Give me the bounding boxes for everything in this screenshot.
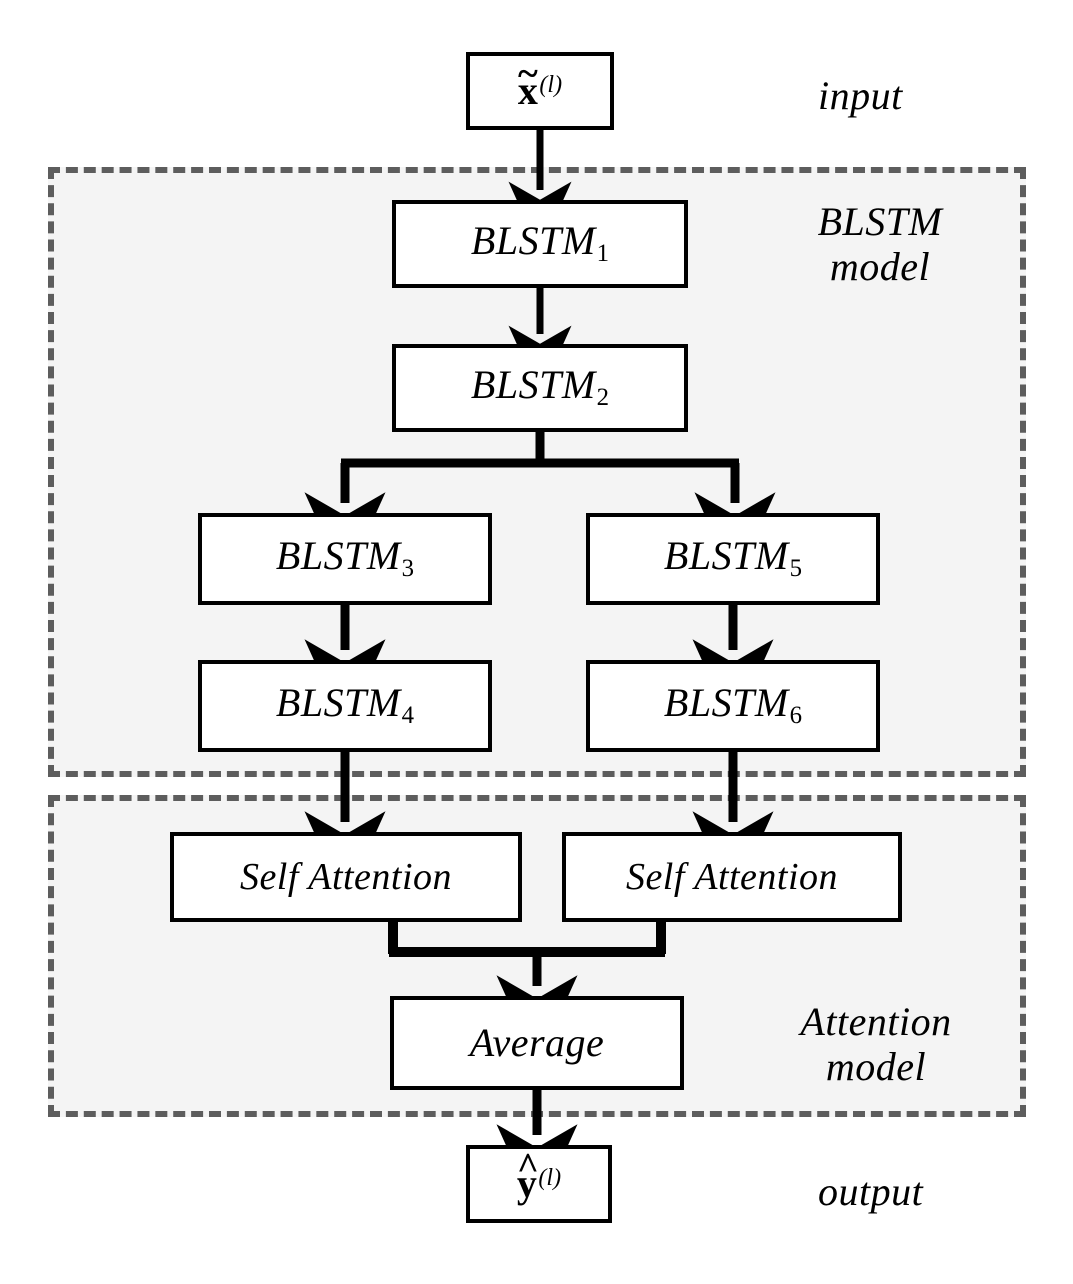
node-output-y[interactable]: ^y(l) <box>466 1145 612 1223</box>
node-blstm-3[interactable]: BLSTM3 <box>198 513 492 605</box>
blstm4-subscript: 4 <box>401 702 415 730</box>
tilde-accent: ~ <box>518 53 539 96</box>
node-self-attention-right[interactable]: Self Attention <box>562 832 902 922</box>
blstm6-subscript: 6 <box>789 702 803 730</box>
blstm5-subscript: 5 <box>789 555 803 583</box>
blstm6-label: BLSTM <box>663 680 789 726</box>
node-blstm-6[interactable]: BLSTM6 <box>586 660 880 752</box>
attention-left-label: Self Attention <box>239 856 453 898</box>
blstm4-label: BLSTM <box>275 680 401 726</box>
node-blstm-1[interactable]: BLSTM1 <box>392 200 688 288</box>
blstm1-label: BLSTM <box>470 218 596 264</box>
blstm5-label: BLSTM <box>663 533 789 579</box>
blstm3-label: BLSTM <box>275 533 401 579</box>
blstm1-subscript: 1 <box>596 240 610 268</box>
input-base-symbol: x <box>517 68 539 113</box>
label-input: input <box>818 73 903 118</box>
label-attention-model: Attention model <box>800 999 952 1089</box>
node-blstm-2[interactable]: BLSTM2 <box>392 344 688 432</box>
attention-right-label: Self Attention <box>625 856 839 898</box>
input-variable: ~x <box>517 55 539 113</box>
blstm2-label: BLSTM <box>470 362 596 408</box>
node-self-attention-left[interactable]: Self Attention <box>170 832 522 922</box>
input-superscript: (l) <box>539 72 563 98</box>
output-superscript: (l) <box>538 1165 562 1191</box>
node-input-x[interactable]: ~x(l) <box>466 52 614 130</box>
label-blstm-model: BLSTM model <box>817 199 943 289</box>
output-base-symbol: y <box>516 1161 538 1206</box>
blstm3-subscript: 3 <box>401 555 415 583</box>
node-average[interactable]: Average <box>390 996 684 1090</box>
node-blstm-4[interactable]: BLSTM4 <box>198 660 492 752</box>
blstm2-subscript: 2 <box>596 384 610 412</box>
label-output: output <box>818 1169 924 1214</box>
average-label: Average <box>469 1020 605 1065</box>
node-blstm-5[interactable]: BLSTM5 <box>586 513 880 605</box>
output-variable: ^y <box>516 1148 539 1206</box>
hat-accent: ^ <box>516 1146 540 1189</box>
